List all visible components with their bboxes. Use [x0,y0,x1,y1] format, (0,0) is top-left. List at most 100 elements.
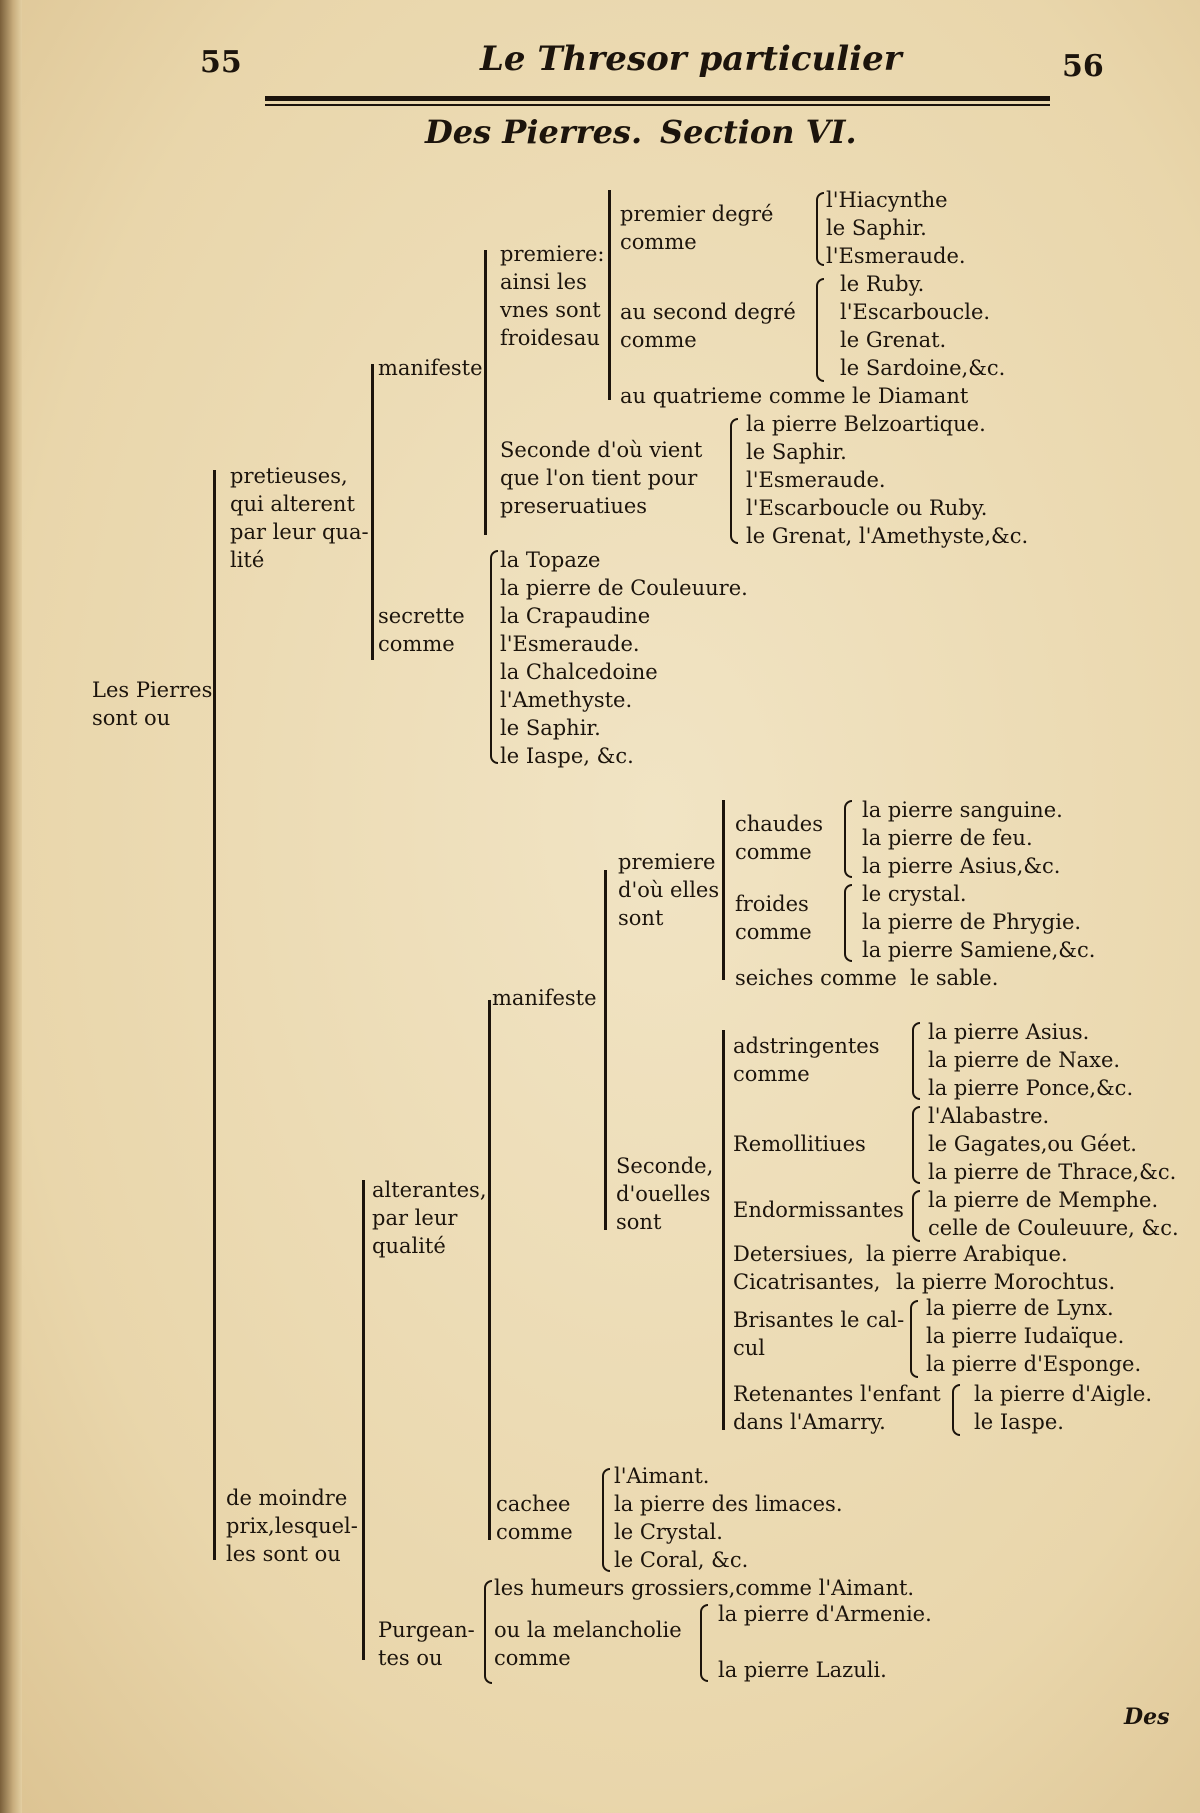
moindre-1: de moindre [226,1486,348,1510]
premier-degre-2: comme [620,230,697,254]
secrette-item-7: le Saphir. [500,716,601,740]
froides-2: comme [735,920,812,944]
retenantes-item-1: la pierre d'Aigle. [974,1382,1153,1406]
second-degre-1: au second degré [620,300,796,324]
manifeste-2: manifeste [492,986,597,1010]
second-degre-brace [816,278,824,382]
secrette-2: comme [378,632,455,656]
seconde-1-item-3: l'Esmeraude. [746,468,886,492]
catchword: Des [1124,1704,1170,1730]
cachee-brace [602,1468,610,1572]
melancholie-item-1: la pierre d'Armenie. [718,1602,932,1626]
cachee-item-2: la pierre des limaces. [614,1492,843,1516]
seconde-1-item-4: l'Escarboucle ou Ruby. [746,496,988,520]
seconde-1b: que l'on tient pour [500,466,698,490]
brisantes-2: cul [733,1336,766,1360]
adstringentes-1: adstringentes [733,1034,880,1058]
section-number: Section VI. [660,113,857,151]
froides-item-3: la pierre Samiene,&c. [862,938,1096,962]
brisantes-item-3: la pierre d'Esponge. [926,1352,1142,1376]
alterantes-2: par leur [372,1206,458,1230]
header-rule-thin [265,104,1050,106]
purgeantes-brace [484,1580,492,1684]
brisantes-brace [910,1300,918,1378]
cachee-item-1: l'Aimant. [614,1464,710,1488]
chaudes-1: chaudes [735,812,823,836]
premiere-2b: d'où elles [618,878,720,902]
secrette-item-8: le Iaspe, &c. [500,744,634,768]
manifeste-2-brace [604,870,607,1230]
secrette-item-4: l'Esmeraude. [500,632,640,656]
froides-brace [844,884,852,962]
page-number-left: 55 [200,45,242,80]
seconde-1-item-1: la pierre Belzoartique. [746,412,986,436]
root-label-1: Les Pierres [92,678,213,702]
endormissantes-brace [912,1190,920,1242]
moindre-brace [362,1180,365,1660]
alterantes-brace [488,1000,491,1540]
remollitiues-item-1: l'Alabastre. [928,1104,1050,1128]
chaudes-2: comme [735,840,812,864]
adstringentes-item-1: la pierre Asius. [928,1020,1090,1044]
brisantes-item-2: la pierre Iudaïque. [926,1324,1125,1348]
pretieuses-2: qui alterent [230,492,355,516]
retenantes-1: Retenantes l'enfant [733,1382,941,1406]
brisantes-1: Brisantes le cal- [733,1308,905,1332]
manifeste-1-brace [484,250,487,535]
pretieuses-1: pretieuses, [230,464,348,488]
seconde-2-brace [722,1030,725,1430]
premiere-1c: vnes sont [500,298,601,322]
remollitiues-item-3: la pierre de Thrace,&c. [928,1160,1177,1184]
premier-degre-item-1: l'Hiacynthe [826,188,948,212]
seconde-2b: d'ouelles [616,1182,711,1206]
cachee-2: comme [496,1520,573,1544]
running-title: Le Thresor particulier [480,39,902,79]
secrette-item-3: la Crapaudine [500,604,651,628]
premiere-1-brace [608,190,611,400]
purgeantes-item-3: comme [494,1646,571,1670]
purgeantes-1: Purgean- [378,1618,475,1642]
quatrieme-label: au quatrieme comme [620,384,846,408]
seconde-2a: Seconde, [616,1154,714,1178]
cicatrisantes-label: Cicatrisantes, [733,1270,881,1294]
premier-degre-brace [816,192,824,266]
remollitiues-item-2: le Gagates,ou Géet. [928,1132,1137,1156]
adstringentes-item-3: la pierre Ponce,&c. [928,1076,1134,1100]
endormissantes-item-1: la pierre de Memphe. [928,1188,1159,1212]
seconde-2c: sont [616,1210,662,1234]
moindre-3: les sont ou [226,1542,341,1566]
secrette-item-5: la Chalcedoine [500,660,658,684]
seconde-1a: Seconde d'où vient [500,438,703,462]
froides-item-1: le crystal. [862,882,967,906]
header-rule [265,96,1050,101]
secrette-item-1: la Topaze [500,548,601,572]
secrette-item-2: la pierre de Couleuure. [500,576,748,600]
section-title: Des Pierres. [425,113,643,151]
premiere-1a: premiere: [500,242,605,266]
premiere-1b: ainsi les [500,270,587,294]
secrette-brace [490,550,498,764]
premier-degre-item-3: l'Esmeraude. [826,244,966,268]
detersiues-label: Detersiues, [733,1242,855,1266]
chaudes-item-2: la pierre de feu. [862,826,1033,850]
manifeste-1: manifeste [378,356,483,380]
retenantes-2: dans l'Amarry. [733,1410,886,1434]
pretieuses-3: par leur qua- [230,520,369,544]
premiere-2a: premiere [618,850,716,874]
seconde-1c: preseruatiues [500,494,648,518]
purgeantes-item-1: les humeurs grossiers,comme l'Aimant. [494,1576,915,1600]
remollitiues-brace [912,1106,920,1184]
alterantes-1: alterantes, [372,1178,487,1202]
seiches-label: seiches comme [735,966,897,990]
remollitiues-label: Remollitiues [733,1132,866,1156]
premier-degre-item-2: le Saphir. [826,216,927,240]
seconde-1-item-5: le Grenat, l'Amethyste,&c. [746,524,1029,548]
premier-degre-1: premier degré [620,202,774,226]
melancholie-item-2: la pierre Lazuli. [718,1658,887,1682]
chaudes-item-3: la pierre Asius,&c. [862,854,1061,878]
adstringentes-item-2: la pierre de Naxe. [928,1048,1121,1072]
premiere-2-brace [722,800,725,980]
second-degre-item-2: l'Escarboucle. [840,300,991,324]
froides-item-2: la pierre de Phrygie. [862,910,1082,934]
